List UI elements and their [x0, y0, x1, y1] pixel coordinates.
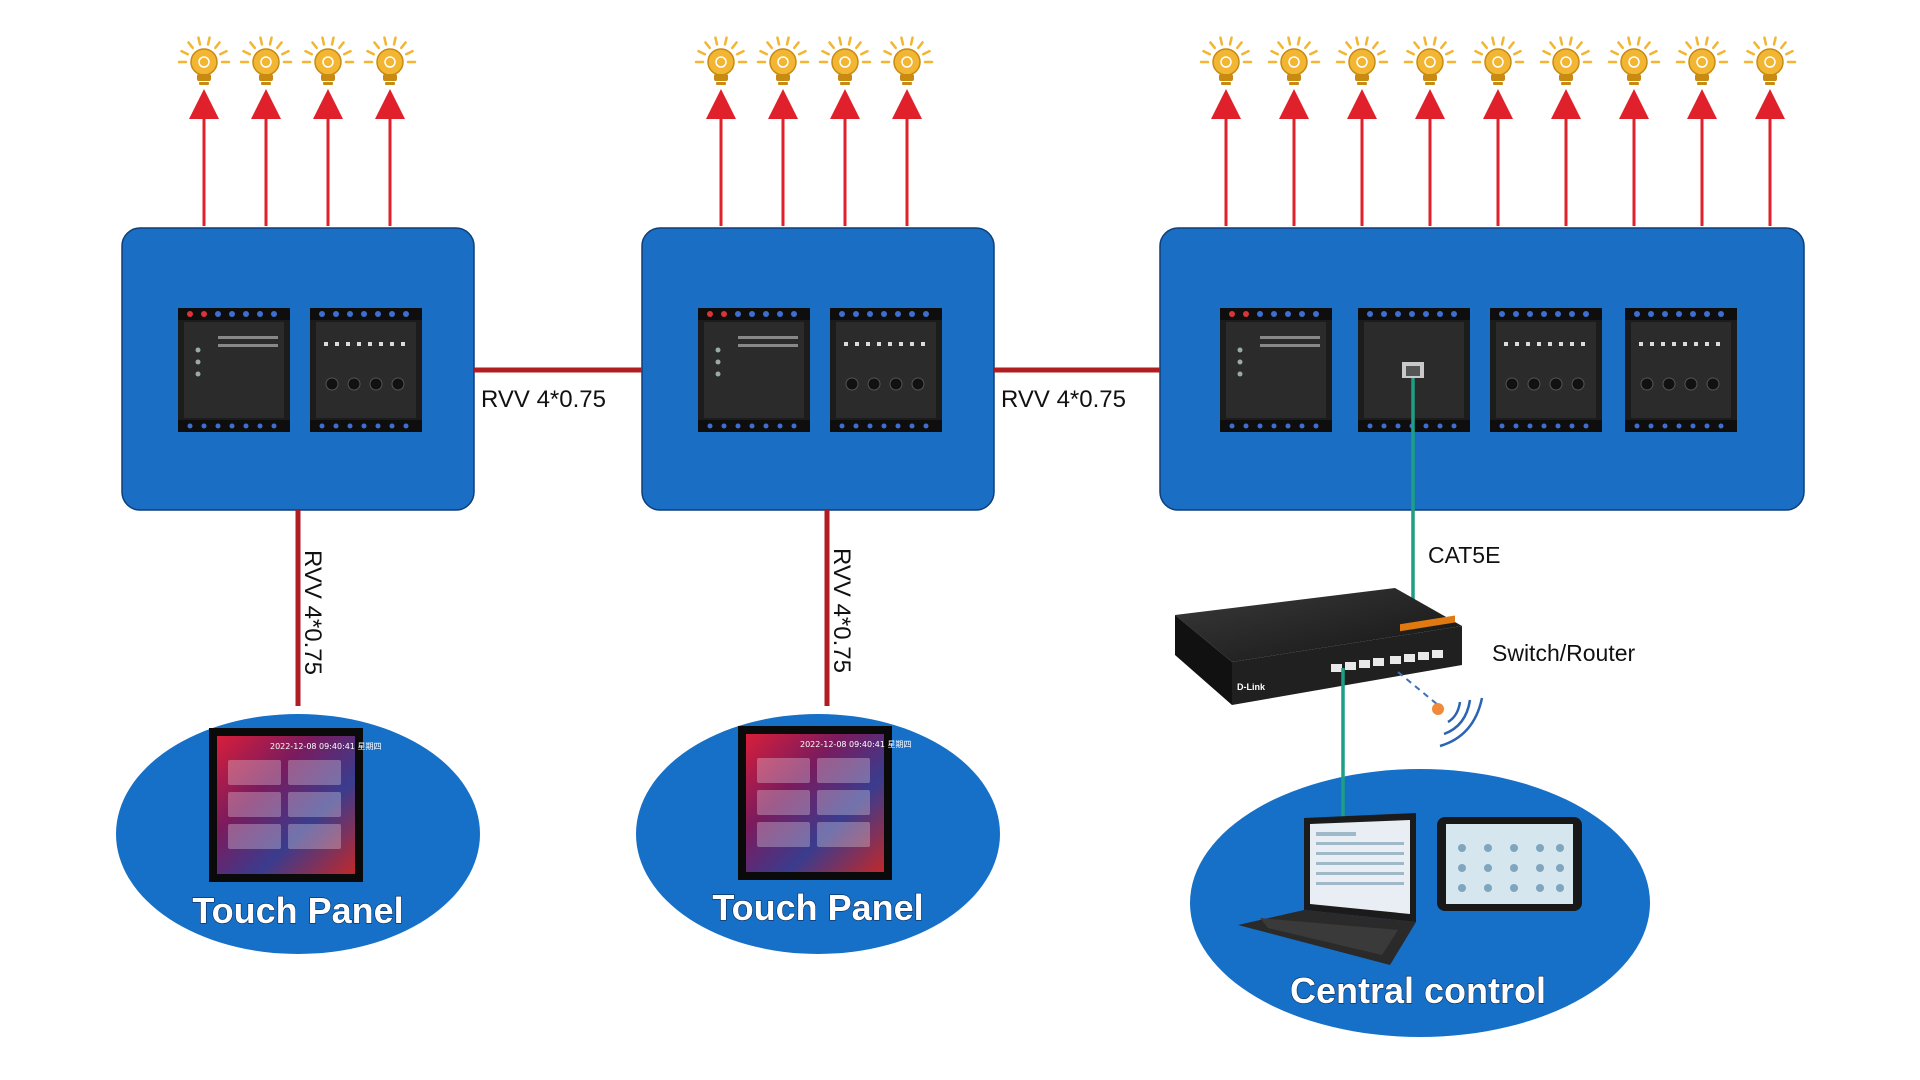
- light-bulb-icon: [756, 36, 810, 85]
- panel-cable-2-label: RVV 4*0.75: [828, 548, 855, 673]
- light-bulb-icon: [1743, 36, 1797, 85]
- module-actuator: [178, 308, 290, 432]
- light-bulb-icon: [818, 36, 872, 85]
- light-bulb-icon: [1539, 36, 1593, 85]
- touch-panel-device-1: 2022-12-08 09:40:41 星期四: [209, 728, 382, 882]
- light-bulb-icon: [1607, 36, 1661, 85]
- module-dimmer: [310, 308, 422, 432]
- laptop-device: [1238, 813, 1416, 965]
- light-bulb-icon: [694, 36, 748, 85]
- light-bulb-icon: [301, 36, 355, 85]
- switch-router-device: D-Link: [1175, 588, 1462, 705]
- module-gateway: [1358, 308, 1470, 432]
- central-control-label: Central control: [1290, 970, 1546, 1011]
- module-actuator: [1220, 308, 1332, 432]
- light-outputs: [177, 36, 1797, 226]
- tablet-device: [1437, 817, 1582, 911]
- ethernet-cable-label: CAT5E: [1428, 542, 1500, 568]
- light-bulb-icon: [1267, 36, 1321, 85]
- panel-clock-1: 2022-12-08 09:40:41 星期四: [270, 742, 382, 751]
- light-bulb-icon: [1471, 36, 1525, 85]
- touch-panel-label-2: Touch Panel: [712, 887, 923, 928]
- light-bulb-icon: [1403, 36, 1457, 85]
- light-bulb-icon: [1675, 36, 1729, 85]
- din-rail-modules: [178, 308, 1737, 432]
- panel-cable-1-label: RVV 4*0.75: [299, 550, 326, 675]
- module-dimmer: [830, 308, 942, 432]
- light-bulb-icon: [1199, 36, 1253, 85]
- touch-panel-label-1: Touch Panel: [192, 890, 403, 931]
- light-bulb-icon: [239, 36, 293, 85]
- touch-panel-device-2: 2022-12-08 09:40:41 星期四: [738, 726, 912, 880]
- bus-cable-1-2-label: RVV 4*0.75: [481, 386, 606, 413]
- light-bulb-icon: [1335, 36, 1389, 85]
- module-dimmer: [1490, 308, 1602, 432]
- wireless-dashed-link: [1397, 671, 1439, 706]
- light-bulb-icon: [177, 36, 231, 85]
- wifi-signal-icon: [1432, 697, 1484, 748]
- module-actuator: [698, 308, 810, 432]
- switch-brand: D-Link: [1237, 682, 1266, 692]
- module-dimmer: [1625, 308, 1737, 432]
- light-bulb-icon: [363, 36, 417, 85]
- bus-cable-2-3-label: RVV 4*0.75: [1001, 386, 1126, 413]
- switch-router-label: Switch/Router: [1492, 640, 1636, 666]
- light-bulb-icon: [880, 36, 934, 85]
- panel-clock-2: 2022-12-08 09:40:41 星期四: [800, 740, 912, 749]
